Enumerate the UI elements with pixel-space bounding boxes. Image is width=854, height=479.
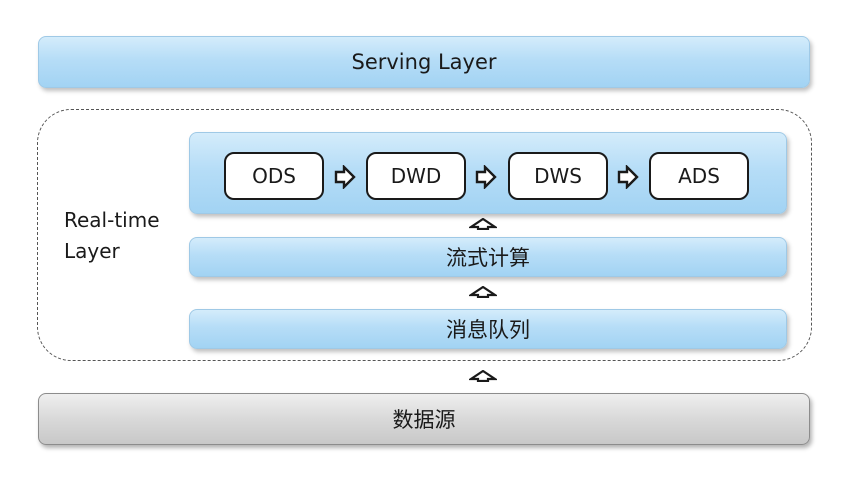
realtime-layer-container: [37, 109, 812, 361]
stage-dws: DWS: [508, 152, 608, 200]
arrow-right-icon: [334, 165, 356, 189]
realtime-layer-label-line1: Real-time: [64, 208, 160, 232]
data-source-label: 数据源: [392, 408, 456, 432]
stage-ods: ODS: [224, 152, 324, 200]
arrow-right-icon: [475, 165, 497, 189]
data-source-bar: 数据源: [38, 393, 810, 445]
arrow-up-icon: [469, 370, 497, 382]
message-queue-label: 消息队列: [446, 318, 530, 342]
arrow-up-icon: [469, 286, 497, 298]
pipeline-bar: ODS DWD DWS ADS: [189, 132, 787, 214]
arrow-right-icon: [617, 165, 639, 189]
arrow-up-icon: [469, 218, 497, 230]
serving-layer-label: Serving Layer: [351, 50, 497, 74]
stream-compute-bar: 流式计算: [189, 237, 787, 277]
stream-compute-label: 流式计算: [446, 246, 530, 270]
serving-layer-bar: Serving Layer: [38, 36, 810, 88]
stage-ads: ADS: [649, 152, 749, 200]
stage-dwd: DWD: [366, 152, 466, 200]
realtime-layer-label: Real-time Layer: [64, 205, 160, 267]
realtime-layer-label-line2: Layer: [64, 239, 120, 263]
message-queue-bar: 消息队列: [189, 309, 787, 349]
